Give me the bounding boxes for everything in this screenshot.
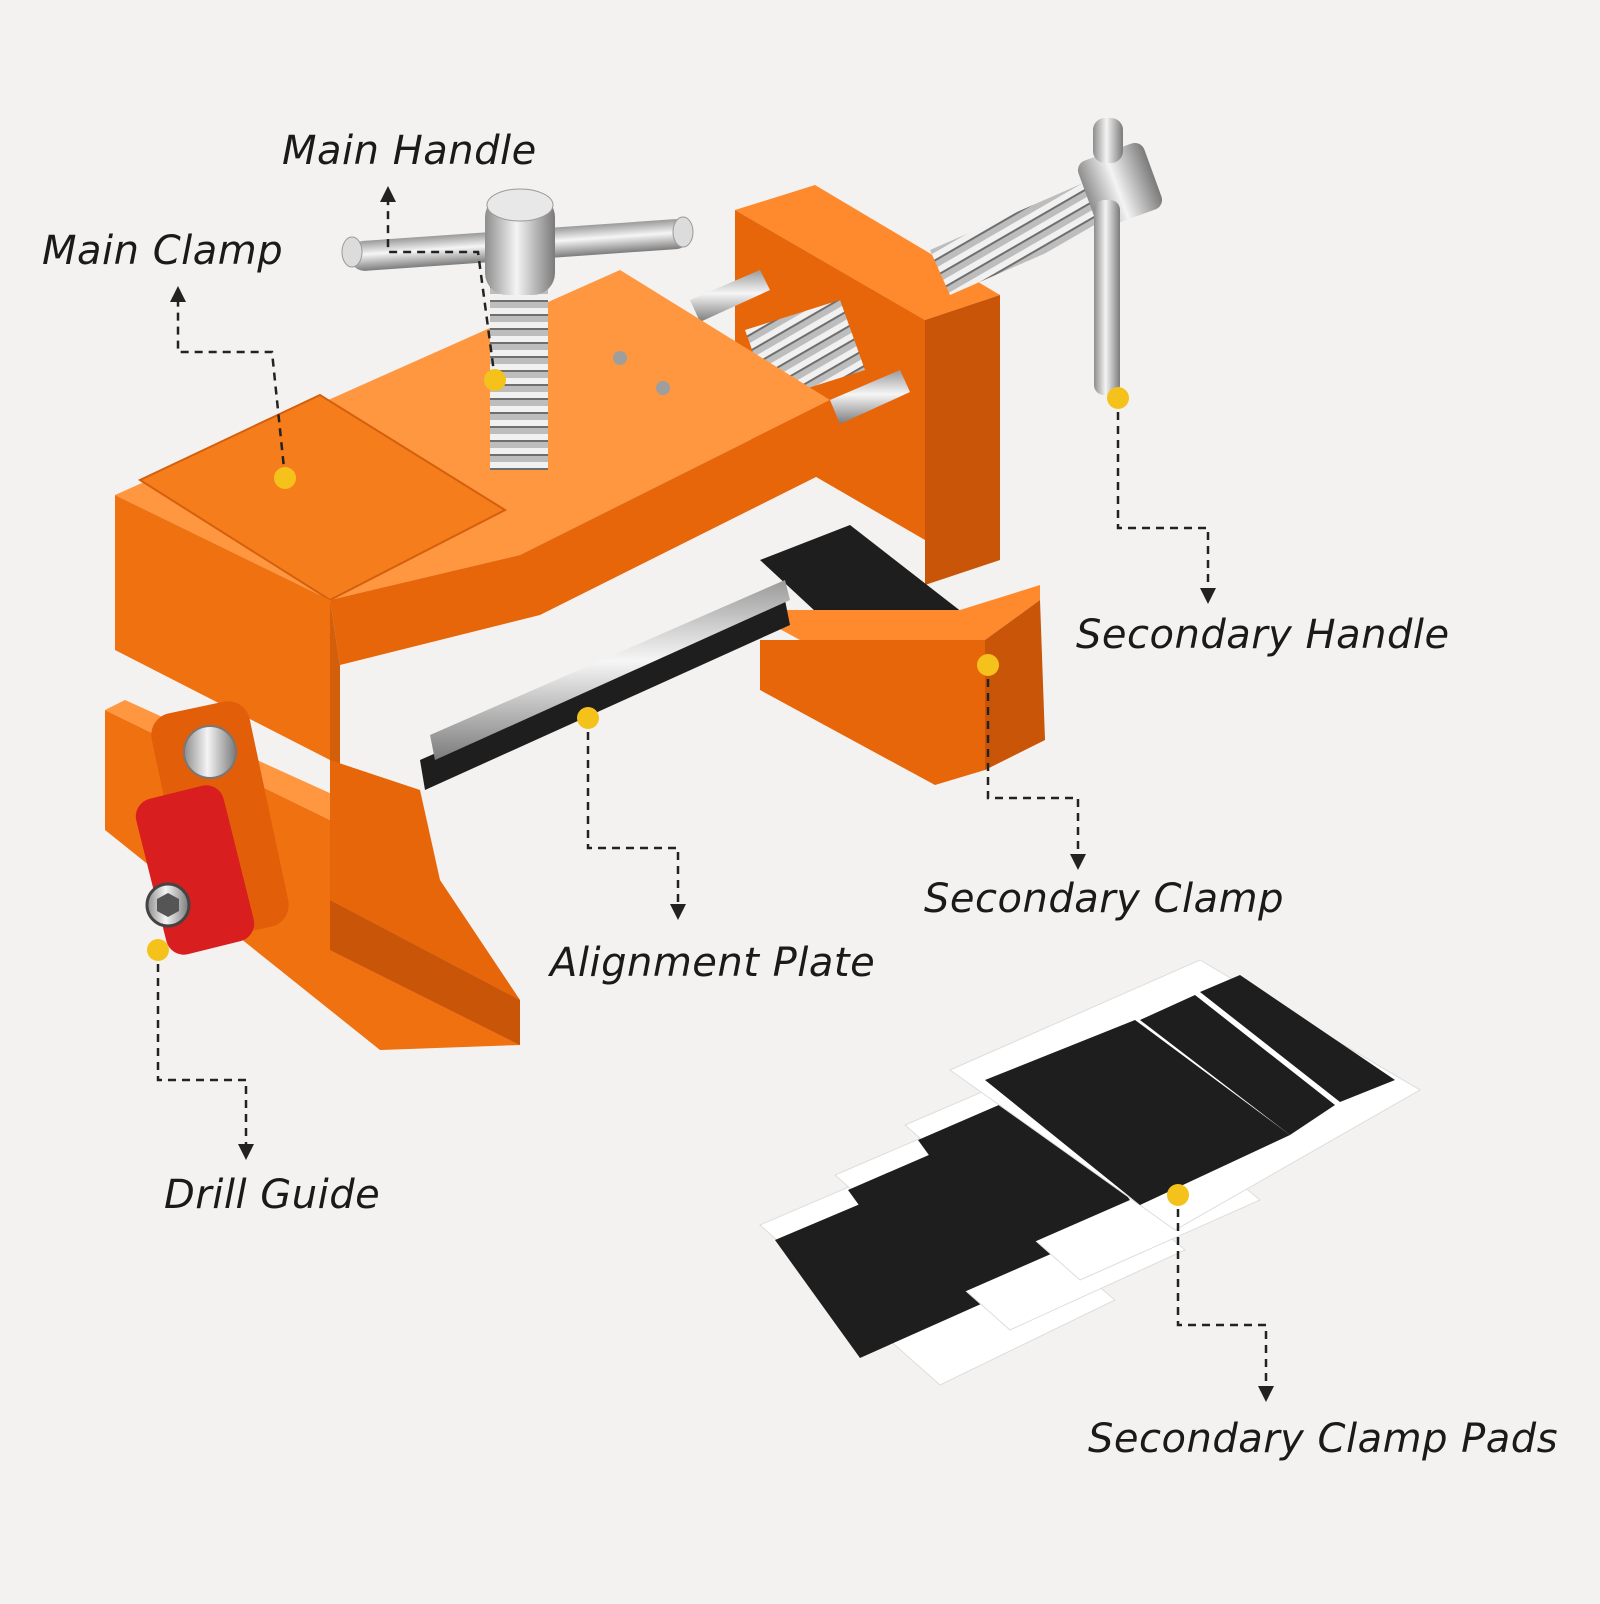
main-handle-bar-end-right xyxy=(672,216,694,248)
rear-foot-front xyxy=(760,640,985,785)
main-handle-bar-end-left xyxy=(341,236,363,268)
drill-guide-hex xyxy=(157,893,179,917)
drill-guide-screw xyxy=(183,725,237,779)
main-body-leg xyxy=(330,760,520,1000)
main-handle-hub-cap xyxy=(486,188,554,222)
arrowhead-icon xyxy=(170,286,186,302)
arrowhead-icon xyxy=(1200,588,1216,604)
marker-alignment-plate xyxy=(577,707,599,729)
label-alignment-plate: Alignment Plate xyxy=(550,940,876,986)
screw-hole-2 xyxy=(656,381,670,395)
leader-secondary-handle xyxy=(1116,398,1210,592)
secondary-handle-bar xyxy=(1094,200,1120,395)
arrowhead-icon xyxy=(1258,1386,1274,1402)
pad-3-black xyxy=(918,1085,1130,1256)
main-body-foot xyxy=(330,900,520,1045)
marker-secondary-clamp xyxy=(977,654,999,676)
main-handle-hub xyxy=(485,195,555,295)
guide-rod-upper xyxy=(690,270,770,322)
leader-alignment-plate xyxy=(586,718,680,908)
marker-secondary-handle xyxy=(1107,387,1129,409)
label-main-handle: Main Handle xyxy=(282,128,537,174)
pad-2-black xyxy=(848,1135,1060,1306)
label-secondary-handle: Secondary Handle xyxy=(1076,612,1450,658)
pad-4-black-strip-1 xyxy=(1140,995,1335,1135)
arrowhead-icon xyxy=(670,904,686,920)
screw-hole-1 xyxy=(613,351,627,365)
secondary-handle-knob xyxy=(1093,118,1123,163)
arrowhead-icon xyxy=(1070,854,1086,870)
pad-4-black-strip-2 xyxy=(1200,975,1395,1102)
secondary-clamp-pads xyxy=(759,959,1421,1386)
leader-drill-guide xyxy=(156,950,248,1148)
label-secondary-clamp-pads: Secondary Clamp Pads xyxy=(1088,1416,1559,1462)
secondary-screw-spring xyxy=(930,180,1110,295)
marker-main-clamp xyxy=(274,467,296,489)
main-body-front xyxy=(115,495,330,760)
rear-foot-top xyxy=(745,585,1040,640)
guide-rod-lower xyxy=(830,370,910,424)
main-body-step xyxy=(330,400,830,665)
label-secondary-clamp: Secondary Clamp xyxy=(924,876,1284,922)
rear-upright-top xyxy=(735,185,1000,320)
label-drill-guide: Drill Guide xyxy=(164,1172,381,1218)
leader-main-handle xyxy=(386,200,497,381)
arrowhead-icon xyxy=(380,186,396,202)
alignment-plate-metal xyxy=(430,580,790,760)
leader-secondary-clamp-pads xyxy=(1176,1195,1268,1390)
marker-main-handle xyxy=(484,369,506,391)
marker-secondary-clamp-pads xyxy=(1167,1184,1189,1206)
alignment-plate-pad xyxy=(420,600,790,790)
rear-foot-side xyxy=(985,600,1045,770)
leader-secondary-clamp xyxy=(986,665,1080,858)
main-clamp-pad xyxy=(137,393,508,602)
label-main-clamp: Main Clamp xyxy=(42,228,284,274)
marker-drill-guide xyxy=(147,939,169,961)
leader-main-clamp xyxy=(176,300,287,479)
rear-upright-side xyxy=(925,295,1000,585)
arrowhead-icon xyxy=(238,1144,254,1160)
pad-4-black-main xyxy=(985,1020,1290,1205)
